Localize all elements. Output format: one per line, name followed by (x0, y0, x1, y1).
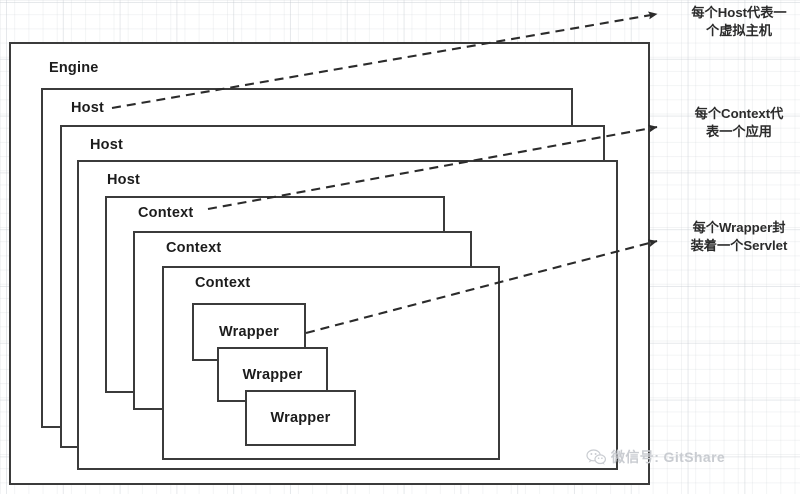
annotation-host-line-2: 个虚拟主机 (706, 22, 772, 38)
node-wrapper-2-label: Wrapper (242, 366, 303, 383)
wechat-icon (586, 448, 606, 465)
annotation-wrapper: 每个Wrapper封 装着一个Servlet (680, 219, 798, 255)
node-engine-label: Engine (49, 60, 99, 76)
annotation-context-line-2: 表一个应用 (706, 123, 772, 139)
node-context-2-label: Context (166, 240, 222, 256)
node-context-3-label: Context (195, 275, 251, 291)
annotation-host: 每个Host代表一 个虚拟主机 (680, 4, 798, 40)
node-host-2-label: Host (90, 137, 124, 153)
node-wrapper-1-label: Wrapper (219, 324, 279, 340)
watermark: 微信号: GitShare (586, 447, 725, 467)
node-host-1-label: Host (71, 100, 105, 116)
annotation-wrapper-line-2: 装着一个Servlet (690, 237, 788, 253)
annotation-context-line-1: 每个Context代 (694, 106, 784, 121)
watermark-text: 微信号: GitShare (611, 449, 726, 465)
node-host-3-label: Host (107, 172, 141, 188)
annotation-context: 每个Context代 表一个应用 (680, 105, 798, 141)
node-context-1-label: Context (138, 205, 194, 221)
node-wrapper-3[interactable]: Wrapper (245, 390, 356, 446)
node-wrapper-3-label: Wrapper (270, 410, 331, 426)
annotation-wrapper-line-1: 每个Wrapper封 (692, 220, 786, 235)
annotation-host-line-1: 每个Host代表一 (691, 5, 787, 20)
